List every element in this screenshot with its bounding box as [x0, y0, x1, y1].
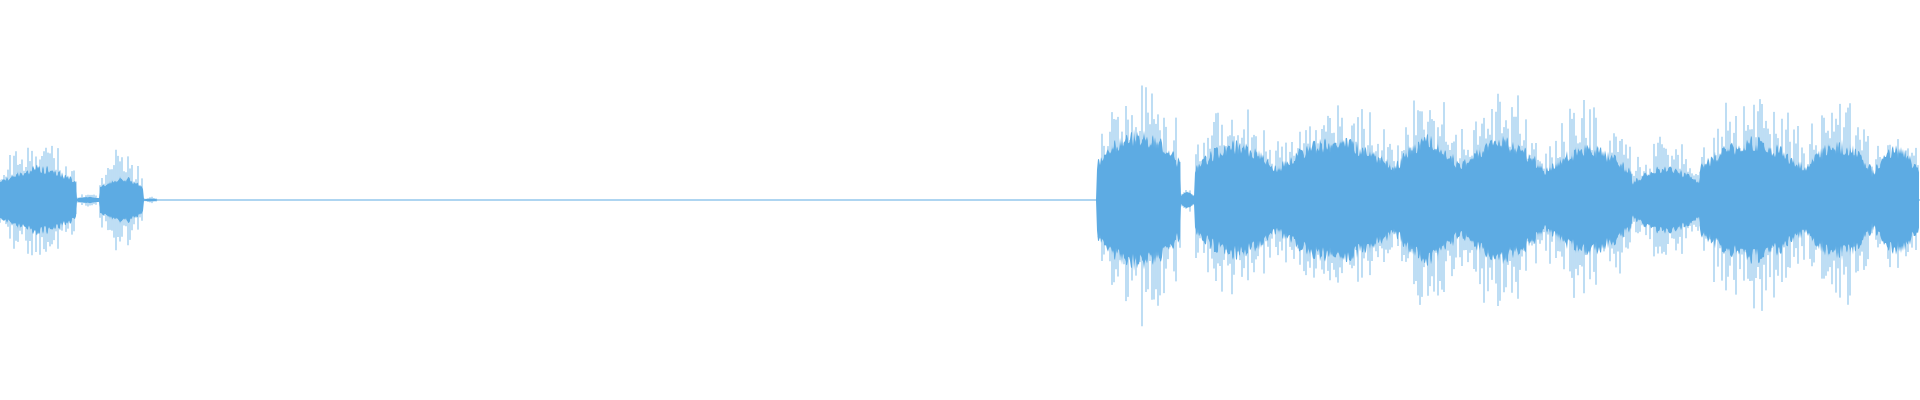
- waveform-envelope: [0, 129, 1919, 271]
- waveform-fill: [0, 129, 1919, 271]
